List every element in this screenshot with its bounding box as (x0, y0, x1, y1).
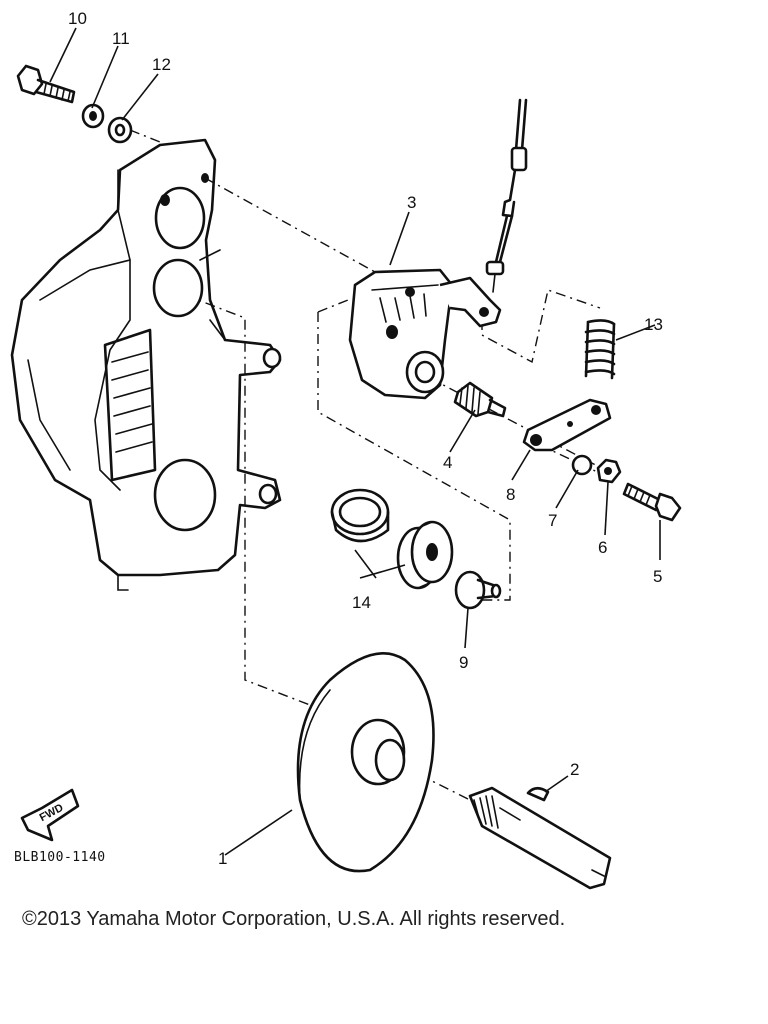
callout-8: 8 (506, 485, 515, 504)
callout-9: 9 (459, 653, 468, 672)
callout-labels: 1 2 3 4 5 6 7 8 9 10 11 12 13 14 (68, 9, 663, 868)
callout-4: 4 (443, 453, 452, 472)
callout-10: 10 (68, 9, 87, 28)
washer-part-12 (107, 116, 133, 144)
link-plate-part-8 (522, 398, 612, 452)
bolt-part-5 (622, 482, 682, 522)
bracket-part-3 (348, 268, 502, 400)
callout-12: 12 (152, 55, 171, 74)
washer-part-7 (571, 454, 593, 476)
direction-arrow-badge: FWD (20, 788, 80, 842)
collar-part-9 (454, 570, 502, 610)
copyright-notice: ©2013 Yamaha Motor Corporation, U.S.A. A… (22, 908, 566, 930)
sheave-part-1 (296, 652, 435, 873)
callout-11: 11 (112, 29, 130, 48)
housing-cover (10, 138, 282, 591)
roller-part-14 (396, 520, 454, 590)
nut-part-6 (596, 458, 622, 484)
callout-7: 7 (548, 511, 557, 530)
callout-1: 1 (218, 849, 227, 868)
callout-5: 5 (653, 567, 662, 586)
exploded-parts-diagram: FWD 1 2 3 4 5 6 7 8 9 10 11 12 13 14 (10, 9, 682, 890)
callout-14: 14 (352, 593, 371, 612)
washer-part-11 (81, 103, 105, 129)
screw-part-4 (453, 381, 507, 418)
cap-part-14 (330, 488, 390, 543)
throttle-cable (485, 98, 528, 293)
bolt-part-10 (16, 64, 76, 104)
callout-6: 6 (598, 538, 607, 557)
callout-2: 2 (570, 760, 579, 779)
callout-3: 3 (407, 193, 416, 212)
key-part-2 (526, 786, 550, 802)
callout-13: 13 (644, 315, 663, 334)
leader-lines (49, 27, 661, 856)
spring-part-13 (584, 319, 616, 380)
diagram-reference-code: BLB100-1140 (14, 850, 106, 865)
shaft (468, 786, 612, 890)
